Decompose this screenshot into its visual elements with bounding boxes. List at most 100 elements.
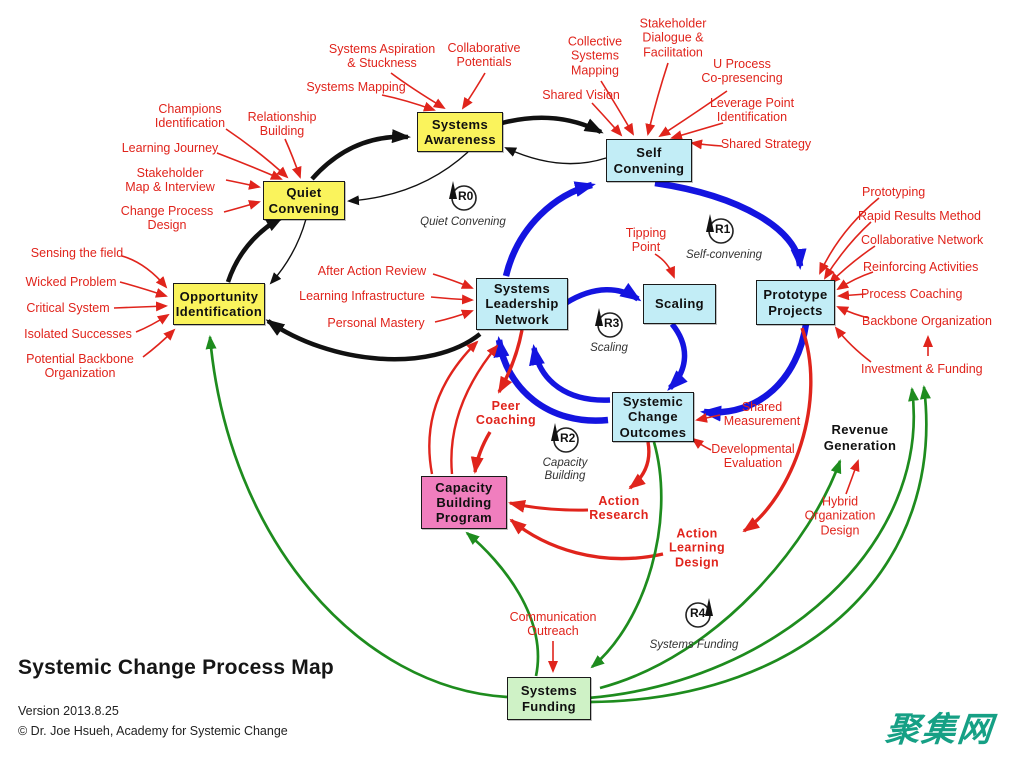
loop-marker-r1: R1 xyxy=(698,210,744,252)
label-stakeholder-dialogue-facilitation: Stakeholder Dialogue & Facilitation xyxy=(639,16,707,60)
arc-sln-to-sc xyxy=(502,181,596,277)
label-shared-strategy: Shared Strategy xyxy=(720,136,812,151)
loop-id: R3 xyxy=(604,316,620,330)
box-scaling: Scaling xyxy=(643,284,716,324)
label-critical-system: Critical System xyxy=(26,300,110,315)
arc-peer-to-cbp xyxy=(470,431,492,474)
box-systems-awareness: Systems Awareness xyxy=(417,112,503,152)
label-potential-backbone-organization: Potential Backbone Organization xyxy=(26,351,134,380)
arc-sln-to-scaling xyxy=(564,282,642,306)
box-systems-funding: Systems Funding xyxy=(507,677,591,720)
box-prototype-projects: Prototype Projects xyxy=(756,280,835,325)
version-text: Version 2013.8.25 xyxy=(18,704,119,719)
arc-sf-to-revgen xyxy=(599,459,842,690)
arc-sf-to-invfund-a xyxy=(589,385,931,704)
label-collaborative-network: Collaborative Network xyxy=(861,232,984,247)
arc-scaling-to-sco xyxy=(667,322,688,391)
loop-id: R4 xyxy=(690,606,706,620)
label-systems-mapping: Systems Mapping xyxy=(306,79,406,94)
label-investment-funding: Investment & Funding xyxy=(861,361,983,376)
arc-pp-to-sco xyxy=(700,323,810,422)
arc-cbp-to-sln-a xyxy=(428,340,479,475)
arc-qc-to-sa xyxy=(310,129,411,181)
loop-marker-r3: R3 xyxy=(587,304,633,346)
arc-oi-to-qc xyxy=(225,215,285,283)
label-learning-infrastructure: Learning Infrastructure xyxy=(299,288,425,303)
label-backbone-organization: Backbone Organization xyxy=(862,313,992,328)
arc-ald-to-cbp xyxy=(509,518,664,561)
loop-arrow-icon xyxy=(685,598,713,628)
loop-arrow-icon xyxy=(595,308,623,338)
arc-sln-to-oi xyxy=(265,319,482,362)
loop-marker-r4: R4 xyxy=(677,594,723,636)
arc-qc-to-oi xyxy=(269,218,307,285)
red-r2-loop xyxy=(428,327,813,561)
loop-marker-r2: R2 xyxy=(543,419,589,461)
arc-sco-to-sln xyxy=(493,336,609,424)
label-personal-mastery: Personal Mastery xyxy=(327,315,425,330)
label-u-process-co-presencing: U Process Co-presencing xyxy=(701,56,783,85)
label-after-action-review: After Action Review xyxy=(317,263,427,278)
arc-sf-to-invfund-b xyxy=(587,387,919,700)
loop-arrow-icon xyxy=(706,214,734,244)
page-title: Systemic Change Process Map xyxy=(18,656,334,680)
black-outer-loop xyxy=(225,115,607,362)
arc-ar-to-cbp xyxy=(508,500,589,513)
label-prototyping: Prototyping xyxy=(862,184,926,199)
box-opportunity-identification: Opportunity Identification xyxy=(173,283,265,325)
loop-name-r4: Systems Funding xyxy=(649,639,739,651)
label-systems-aspiration-stuckness: Systems Aspiration & Stuckness xyxy=(328,41,436,70)
label-wicked-problem: Wicked Problem xyxy=(25,274,117,289)
label-champions-identification: Champions Identification xyxy=(154,101,226,130)
arc-sln-to-peer xyxy=(497,329,524,394)
loop-name-r0: Quiet Convening xyxy=(420,216,506,228)
arc-sco-to-ar xyxy=(628,441,651,490)
watermark: 聚集网 xyxy=(883,711,996,749)
blue-r1-loop xyxy=(493,179,810,424)
arc-sco-to-sf xyxy=(590,441,663,669)
arc-sc-to-pp xyxy=(654,179,807,270)
label-shared-vision: Shared Vision xyxy=(542,87,620,102)
label-hybrid-organization-design: Hybrid Organization Design xyxy=(804,494,876,538)
arc-sa-to-sc xyxy=(501,115,604,135)
loop-arrow-icon xyxy=(449,181,477,211)
label-sensing-the-field: Sensing the field xyxy=(30,245,124,260)
loop-id: R1 xyxy=(715,222,731,236)
blue-r3-loop xyxy=(529,282,688,403)
label-developmental-evaluation: Developmental Evaluation xyxy=(711,441,795,470)
label-change-process-design: Change Process Design xyxy=(120,203,214,232)
label-stakeholder-map-interview: Stakeholder Map & Interview xyxy=(125,165,215,194)
label-rapid-results-method: Rapid Results Method xyxy=(858,208,981,223)
label-tipping-point: Tipping Point xyxy=(625,225,667,254)
label-process-coaching: Process Coaching xyxy=(861,286,963,301)
arc-pp-to-ald xyxy=(742,327,813,533)
box-self-convening: Self Convening xyxy=(606,139,692,182)
loop-name-r2: Capacity Building xyxy=(542,457,588,483)
loop-id: R0 xyxy=(458,189,474,203)
label-shared-measurement: Shared Measurement xyxy=(723,399,801,428)
loop-marker-r0: R0 xyxy=(441,177,487,219)
label-action-learning-design: Action Learning Design xyxy=(669,526,725,570)
arc-sco-to-sln2 xyxy=(529,344,611,403)
label-learning-journey: Learning Journey xyxy=(121,140,219,155)
label-collaborative-potentials: Collaborative Potentials xyxy=(447,40,521,69)
loop-arrow-icon xyxy=(551,423,579,453)
box-quiet-convening: Quiet Convening xyxy=(263,181,345,220)
arc-sf-to-oi xyxy=(205,335,508,699)
arc-sa-to-qc xyxy=(347,151,469,206)
title-block: Systemic Change Process Map Version 2013… xyxy=(18,656,334,741)
label-reinforcing-activities: Reinforcing Activities xyxy=(863,259,979,274)
loop-name-r1: Self-convening xyxy=(685,249,763,261)
node-revenue-generation: Revenue Generation xyxy=(823,421,897,453)
label-relationship-building: Relationship Building xyxy=(247,109,317,138)
label-collective-systems-mapping: Collective Systems Mapping xyxy=(567,34,623,78)
copyright-text: © Dr. Joe Hsueh, Academy for Systemic Ch… xyxy=(18,723,288,738)
box-systemic-change-outcomes: Systemic Change Outcomes xyxy=(612,392,694,442)
red-label-arrows xyxy=(113,62,933,673)
box-systems-leadership-network: Systems Leadership Network xyxy=(476,278,568,330)
arc-sc-to-sa xyxy=(504,147,607,165)
box-capacity-building-program: Capacity Building Program xyxy=(421,476,507,529)
label-peer-coaching: Peer Coaching xyxy=(475,398,537,427)
